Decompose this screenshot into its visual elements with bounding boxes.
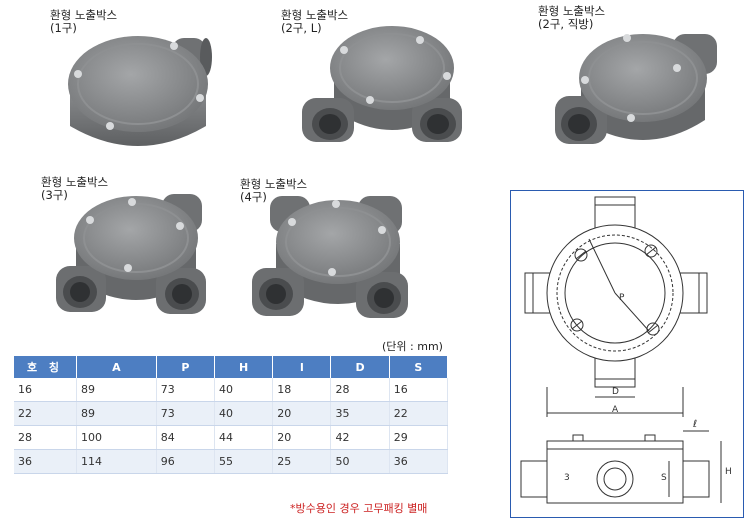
table-cell: 36 [14,449,77,474]
col-header-l: l [272,356,332,378]
table-row: 36 114 96 55 25 50 36 [14,449,449,474]
table-cell: 89 [76,401,157,426]
product-label-4: 환형 노출박스(3구) [41,175,109,202]
table-cell: 55 [214,449,274,474]
table-cell: 28 [14,425,77,450]
table-cell: 84 [156,425,215,450]
table-cell: 28 [330,378,390,402]
drawing-label-3: 3 [564,473,570,483]
table-row: 16 89 73 40 18 28 16 [14,378,449,402]
table-cell: 114 [76,449,157,474]
round-box-2-way-l-image [302,26,462,142]
col-header-p: P [156,356,215,378]
round-box-1-way-image [68,36,212,146]
waterproof-footnote: *방수용인 경우 고무패킹 별매 [290,502,428,515]
table-cell: 22 [389,401,449,426]
table-cell: 96 [156,449,215,474]
drawing-label-a: A [612,405,619,415]
unit-note: (단위 : mm) [382,340,443,353]
table-cell: 36 [389,449,449,474]
round-box-2-way-straight-image [555,34,717,144]
col-header-d: D [330,356,390,378]
product-label-1: 환형 노출박스(1구) [50,8,118,35]
drawing-label-p: P [619,293,625,303]
drawing-svg [520,196,722,504]
table-cell: 73 [156,378,215,402]
col-header-h: H [214,356,274,378]
col-header-size: 호 칭 [14,356,77,378]
table-cell: 20 [272,425,332,450]
product-label-2: 환형 노출박스(2구, L) [281,8,349,35]
table-cell: 16 [14,378,77,402]
table-cell: 29 [389,425,449,450]
col-header-s: S [389,356,449,378]
spec-table: 호 칭 A P H l D S 16 89 73 40 18 28 16 22 … [14,356,449,474]
table-cell: 50 [330,449,390,474]
table-cell: 25 [272,449,332,474]
col-header-a: A [76,356,157,378]
table-cell: 35 [330,401,390,426]
round-box-3-way-image [56,194,206,314]
table-cell: 18 [272,378,332,402]
table-cell: 100 [76,425,157,450]
table-header-row: 호 칭 A P H l D S [14,356,449,378]
table-cell: 16 [389,378,449,402]
product-label-5: 환형 노출박스(4구) [240,177,308,204]
drawing-label-s: S [661,473,667,483]
technical-drawing: P D A ℓ H S 3 [510,190,744,518]
table-cell: 44 [214,425,274,450]
table-cell: 40 [214,378,274,402]
drawing-label-l: ℓ [693,419,698,430]
table-cell: 42 [330,425,390,450]
table-row: 22 89 73 40 20 35 22 [14,401,449,426]
drawing-label-h: H [725,467,732,477]
round-box-4-way-image [252,196,408,318]
table-cell: 20 [272,401,332,426]
table-row: 28 100 84 44 20 42 29 [14,425,449,450]
table-cell: 73 [156,401,215,426]
table-cell: 89 [76,378,157,402]
table-cell: 40 [214,401,274,426]
drawing-label-d: D [612,387,619,397]
table-cell: 22 [14,401,77,426]
product-label-3: 환형 노출박스(2구, 직방) [538,4,606,31]
